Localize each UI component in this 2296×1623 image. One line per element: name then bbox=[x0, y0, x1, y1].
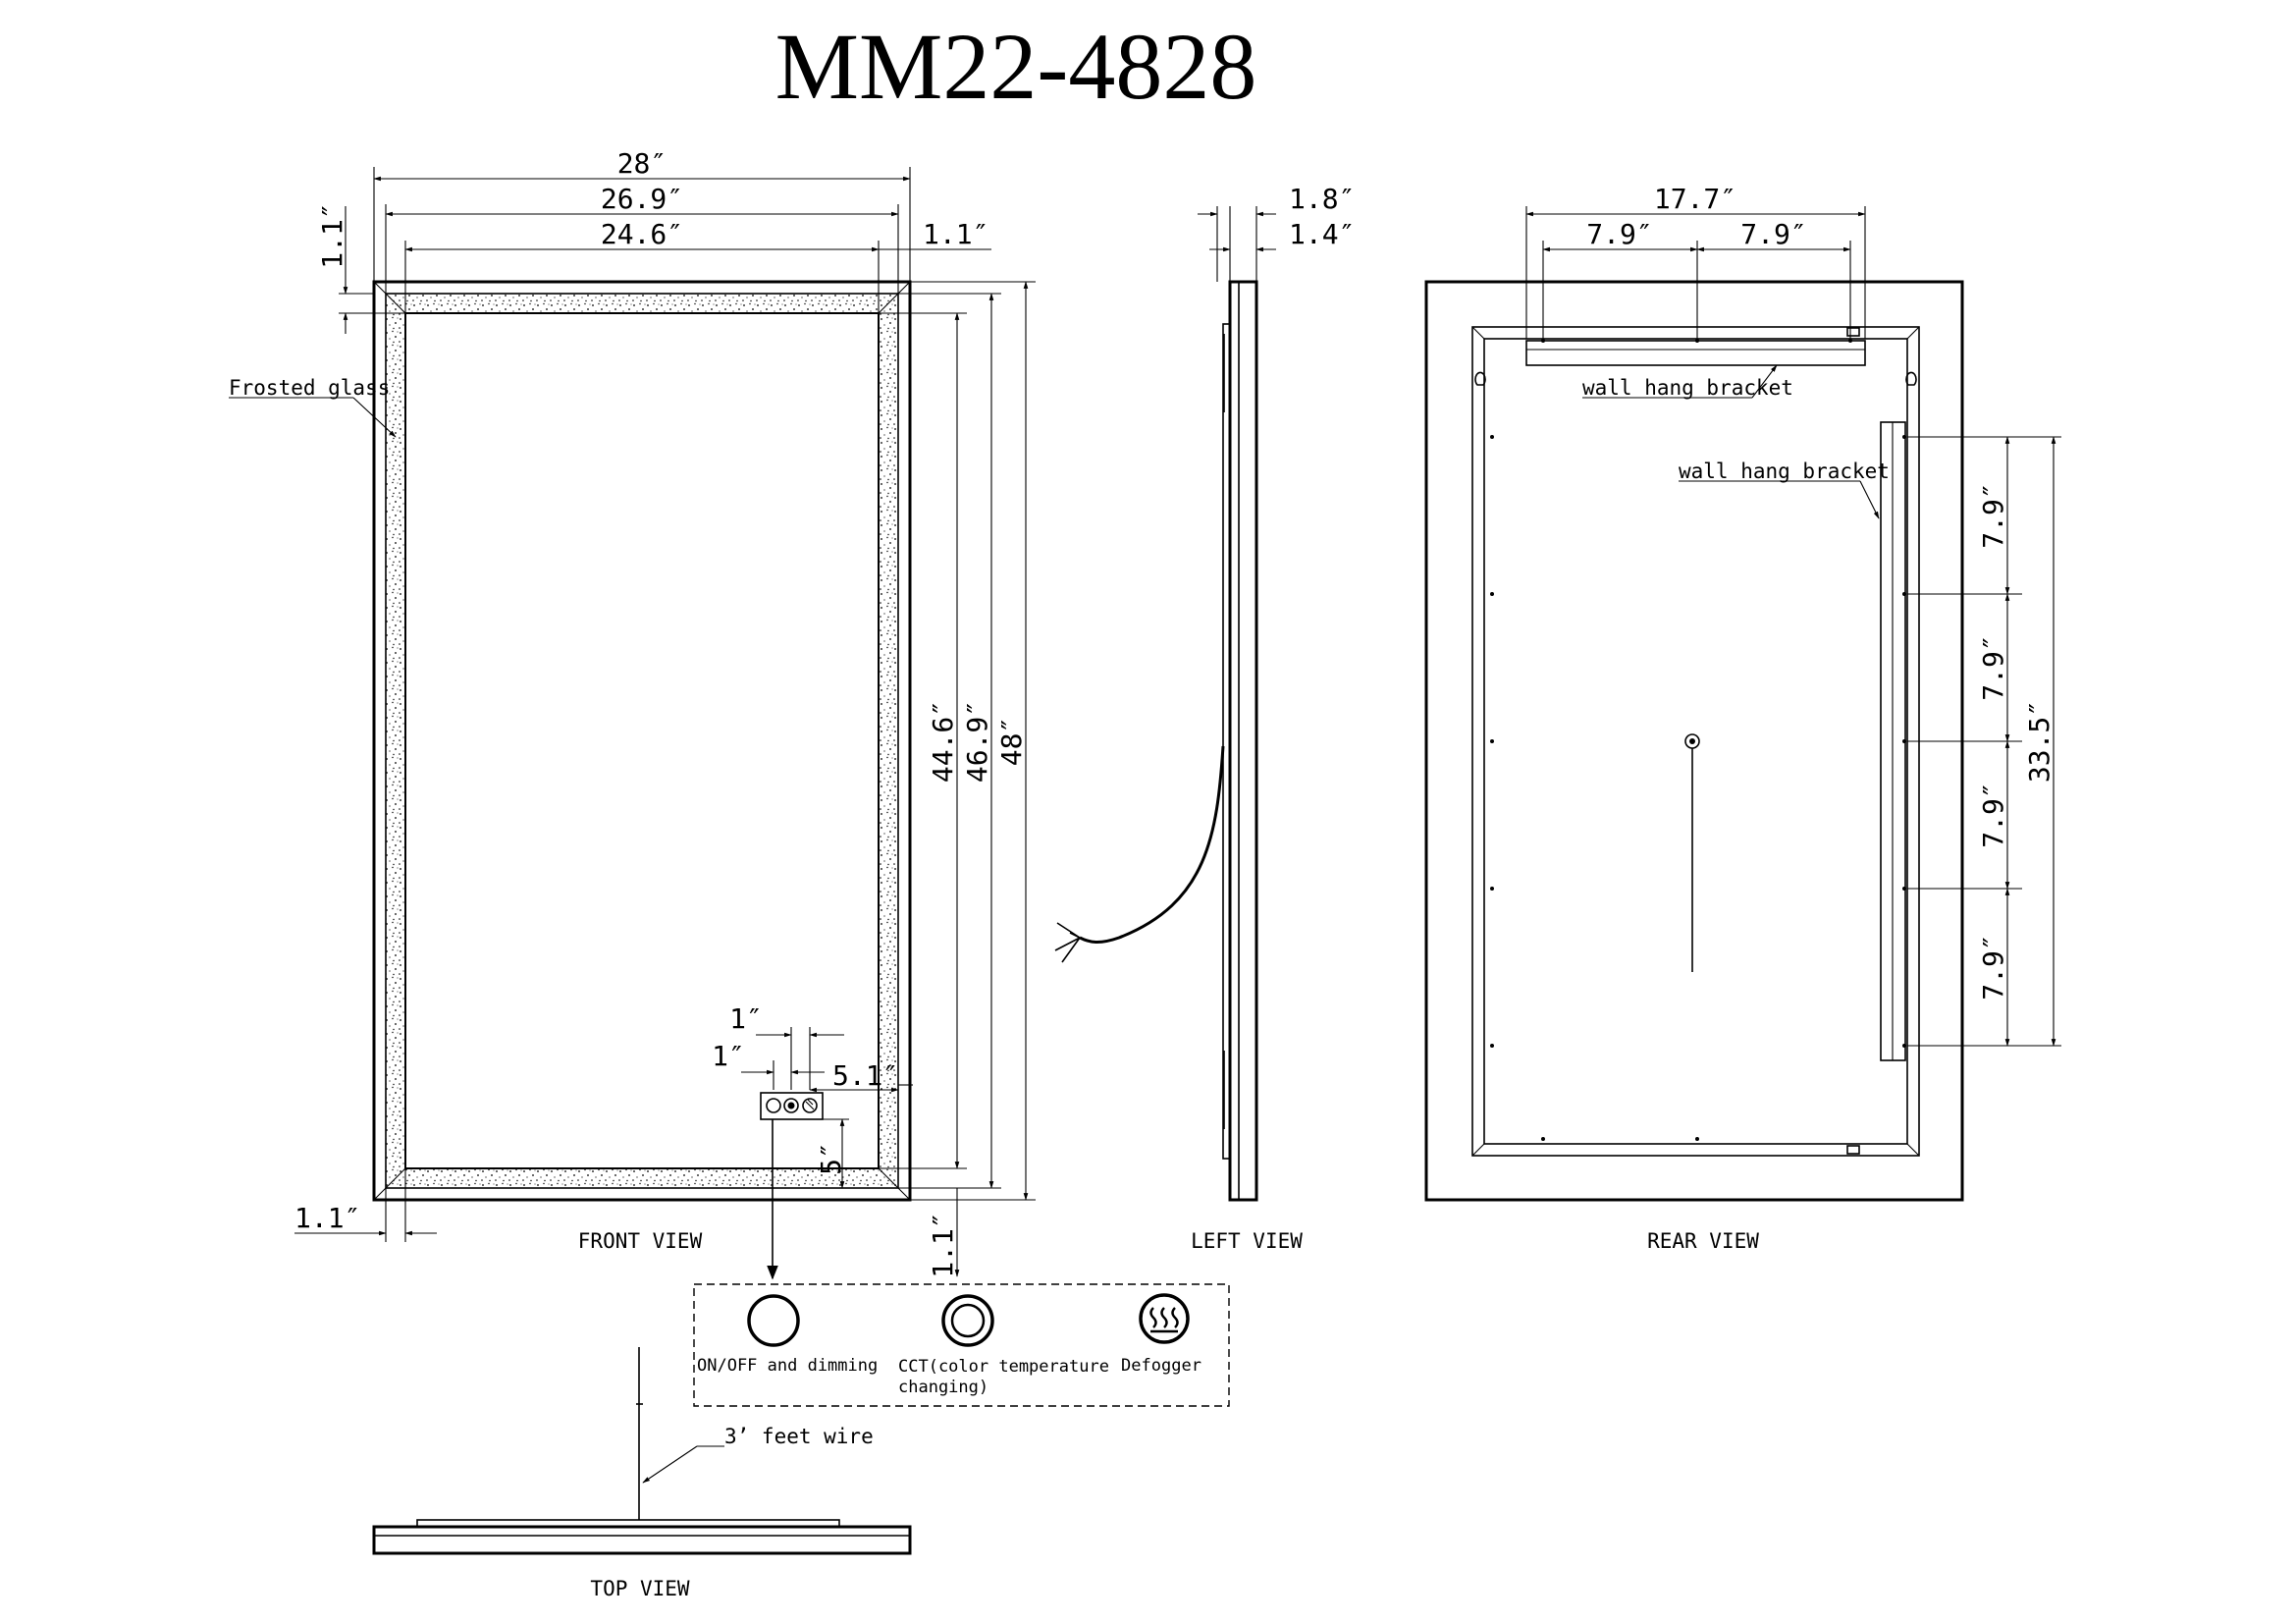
left-dim-total-depth: 1.8″ bbox=[1289, 183, 1355, 215]
rear-dim-hole-left: 7.9″ bbox=[1586, 218, 1652, 250]
top-view-backbox bbox=[416, 1519, 840, 1528]
front-dim-overall-height: 48″ bbox=[995, 717, 1028, 767]
front-dim-glass-height: 44.6″ bbox=[927, 700, 959, 783]
rear-top-bracket bbox=[1525, 340, 1866, 366]
front-dim-glass-width: 24.6″ bbox=[601, 218, 683, 250]
control-legend: ON/OFF and dimming CCT(color temperature… bbox=[693, 1283, 1230, 1407]
front-dim-border-bottom: 1.1″ bbox=[927, 1212, 959, 1277]
rear-view-label: REAR VIEW bbox=[1647, 1229, 1759, 1253]
left-frame-body bbox=[1228, 280, 1258, 1202]
power-ring-icon bbox=[747, 1294, 800, 1347]
front-frame-outer bbox=[372, 280, 912, 1202]
front-view: 28″ 26.9″ 24.6″ 1.1″ 1.1″ Frosted glass … bbox=[229, 147, 1036, 1280]
wall-bracket-top-label: wall hang bracket bbox=[1582, 376, 1793, 400]
switch-dim-spacing-b: 1″ bbox=[712, 1040, 745, 1072]
rear-backplate bbox=[1471, 326, 1920, 1157]
front-dim-border-right: 1.1″ bbox=[923, 218, 988, 250]
switch-icon-cct bbox=[783, 1098, 799, 1113]
control-label-power: ON/OFF and dimming bbox=[697, 1356, 878, 1376]
control-label-cct-line1: CCT(color temperature bbox=[898, 1357, 1109, 1377]
control-label-cct-line2: changing) bbox=[898, 1378, 988, 1397]
rear-dim-vert-3: 7.9″ bbox=[1977, 782, 2009, 847]
switch-dim-offset-right: 5.1″ bbox=[832, 1059, 898, 1092]
front-dim-inner-height: 46.9″ bbox=[961, 700, 993, 783]
double-ring-icon bbox=[941, 1294, 994, 1347]
switch-icon-defog bbox=[802, 1098, 818, 1113]
left-view: 1.8″ 1.4″ LEFT VIEW bbox=[1054, 183, 1355, 1253]
rear-dim-bracket-span: 17.7″ bbox=[1654, 183, 1736, 215]
rear-dim-vert-2: 7.9″ bbox=[1977, 634, 2009, 700]
top-view-label: TOP VIEW bbox=[590, 1577, 690, 1600]
switch-dim-offset-bottom: 5″ bbox=[815, 1142, 847, 1175]
front-dim-border-top: 1.1″ bbox=[316, 202, 348, 268]
left-dim-frame-depth: 1.4″ bbox=[1289, 218, 1355, 250]
rear-view: 17.7″ 7.9″ 7.9″ wall hang bracket wall h… bbox=[1424, 183, 2061, 1253]
left-backbox bbox=[1222, 323, 1231, 1160]
switch-icon-power bbox=[766, 1098, 781, 1113]
top-view-body bbox=[372, 1525, 912, 1555]
rear-dim-vert-total: 33.5″ bbox=[2023, 700, 2056, 783]
control-legend-box bbox=[693, 1283, 1230, 1407]
drawing-title: MM22-4828 bbox=[775, 14, 1257, 119]
rear-dim-hole-right: 7.9″ bbox=[1740, 218, 1806, 250]
defog-waves-icon bbox=[1139, 1293, 1190, 1344]
power-wire bbox=[1079, 745, 1225, 944]
switch-dim-spacing-a: 1″ bbox=[729, 1002, 763, 1035]
rear-dim-vert-1: 7.9″ bbox=[1977, 482, 2009, 548]
wall-bracket-side-label: wall hang bracket bbox=[1679, 460, 1890, 483]
rear-dim-vert-4: 7.9″ bbox=[1977, 934, 2009, 1000]
touch-switch-panel bbox=[760, 1092, 824, 1120]
top-view: 3’ feet wire TOP VIEW bbox=[372, 1347, 912, 1600]
wire-label: 3’ feet wire bbox=[724, 1425, 874, 1448]
left-view-label: LEFT VIEW bbox=[1191, 1229, 1303, 1253]
front-view-label: FRONT VIEW bbox=[578, 1229, 703, 1253]
front-dim-border-bottom-left: 1.1″ bbox=[294, 1202, 360, 1234]
front-glass bbox=[404, 312, 880, 1169]
control-label-defogger: Defogger bbox=[1121, 1356, 1201, 1376]
frosted-glass-label: Frosted glass bbox=[229, 376, 390, 400]
front-dim-overall-width: 28″ bbox=[617, 147, 667, 180]
front-dim-inner-width: 26.9″ bbox=[601, 183, 683, 215]
